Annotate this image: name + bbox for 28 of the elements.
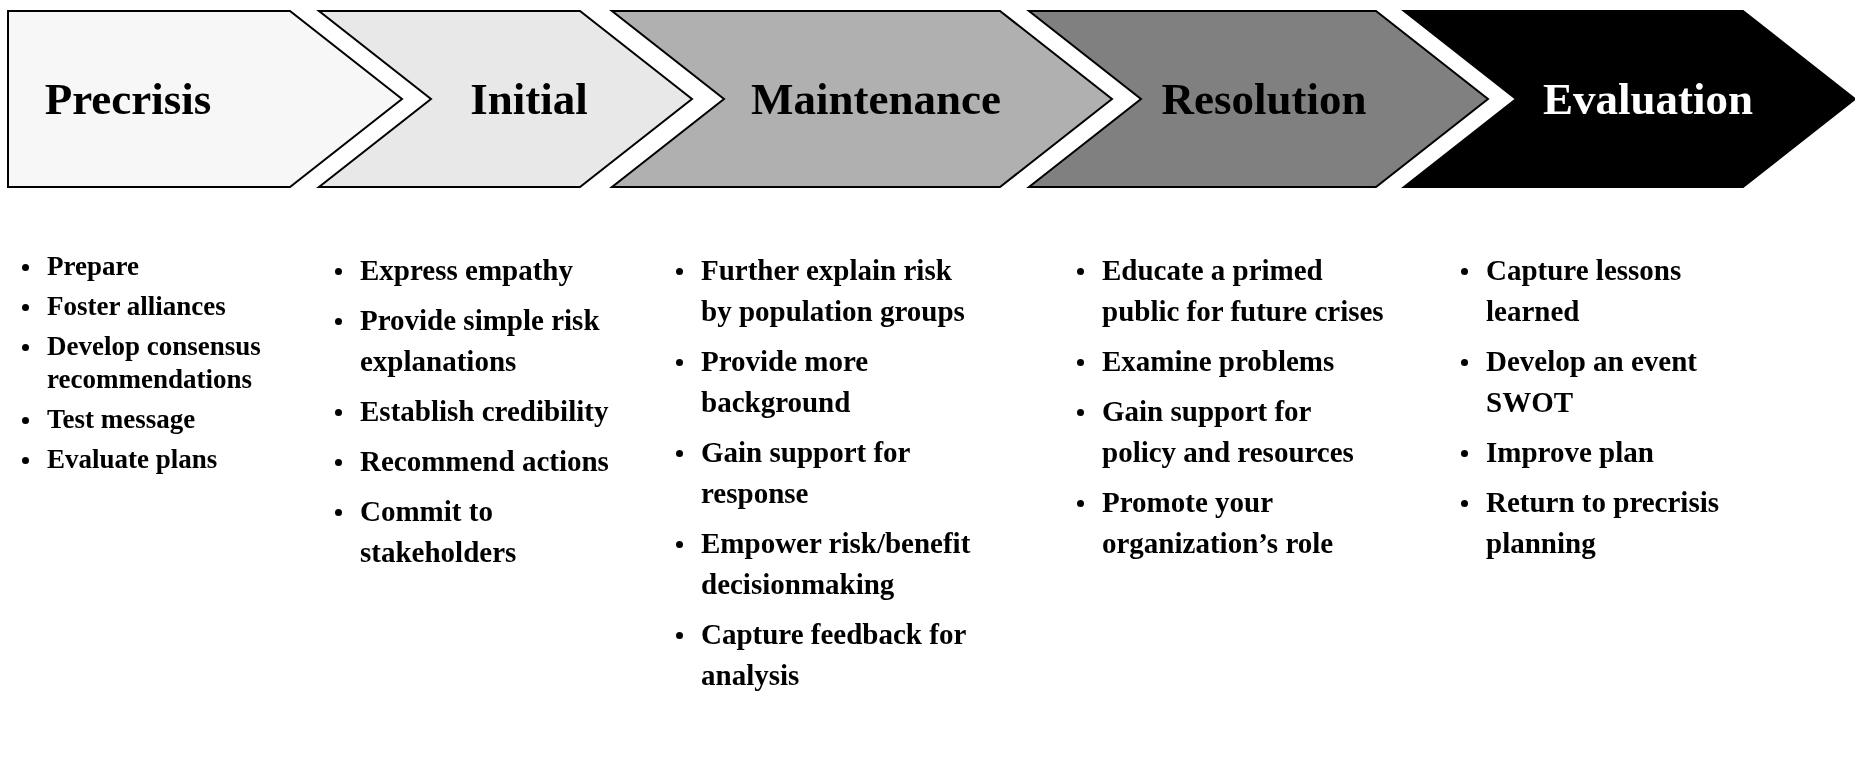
bullet-text: Improve plan xyxy=(1486,436,1654,468)
bullet-text: Provide more background xyxy=(701,345,869,418)
bullet-text: Further explain risk by population groups xyxy=(701,254,965,327)
bullet-text: Capture lessons learned xyxy=(1486,254,1682,327)
bullet-text: Gain support for response xyxy=(701,436,910,509)
bullet-text: Test message xyxy=(47,404,196,434)
stage-heading: Initial xyxy=(470,73,588,125)
bullet-text: Commit to stakeholders xyxy=(360,495,517,568)
bullet-text: Promote your organization’s role xyxy=(1102,486,1334,559)
bullet-text: Empower risk/benefit decisionmaking xyxy=(701,527,971,600)
bullet-text: Foster alliances xyxy=(47,291,226,321)
bullet-text: Gain support for policy and resources xyxy=(1102,395,1354,468)
bullet-text: Return to precrisis planning xyxy=(1486,486,1720,559)
stage-heading: Evaluation xyxy=(1542,73,1754,125)
stage-heading: Maintenance xyxy=(751,73,1001,125)
bullet-text: Prepare xyxy=(47,251,139,281)
bullet-text: Examine problems xyxy=(1102,345,1335,377)
bullet-text: Evaluate plans xyxy=(47,444,218,474)
bullet-text: Recommend actions xyxy=(360,445,609,477)
stage-heading: Precrisis xyxy=(44,73,212,125)
bullet-text: Educate a primed public for future crises xyxy=(1102,254,1384,327)
bullet-text: Develop consensus recommendations xyxy=(47,331,261,394)
bullet-text: Develop an event SWOT xyxy=(1486,345,1698,418)
stage-heading: Resolution xyxy=(1161,73,1367,125)
bullet-text: Establish credibility xyxy=(360,395,609,427)
bullet-text: Express empathy xyxy=(360,254,573,286)
bullet-text: Capture feedback for analysis xyxy=(701,618,966,691)
bullet-text: Provide simple risk explanations xyxy=(360,304,600,377)
